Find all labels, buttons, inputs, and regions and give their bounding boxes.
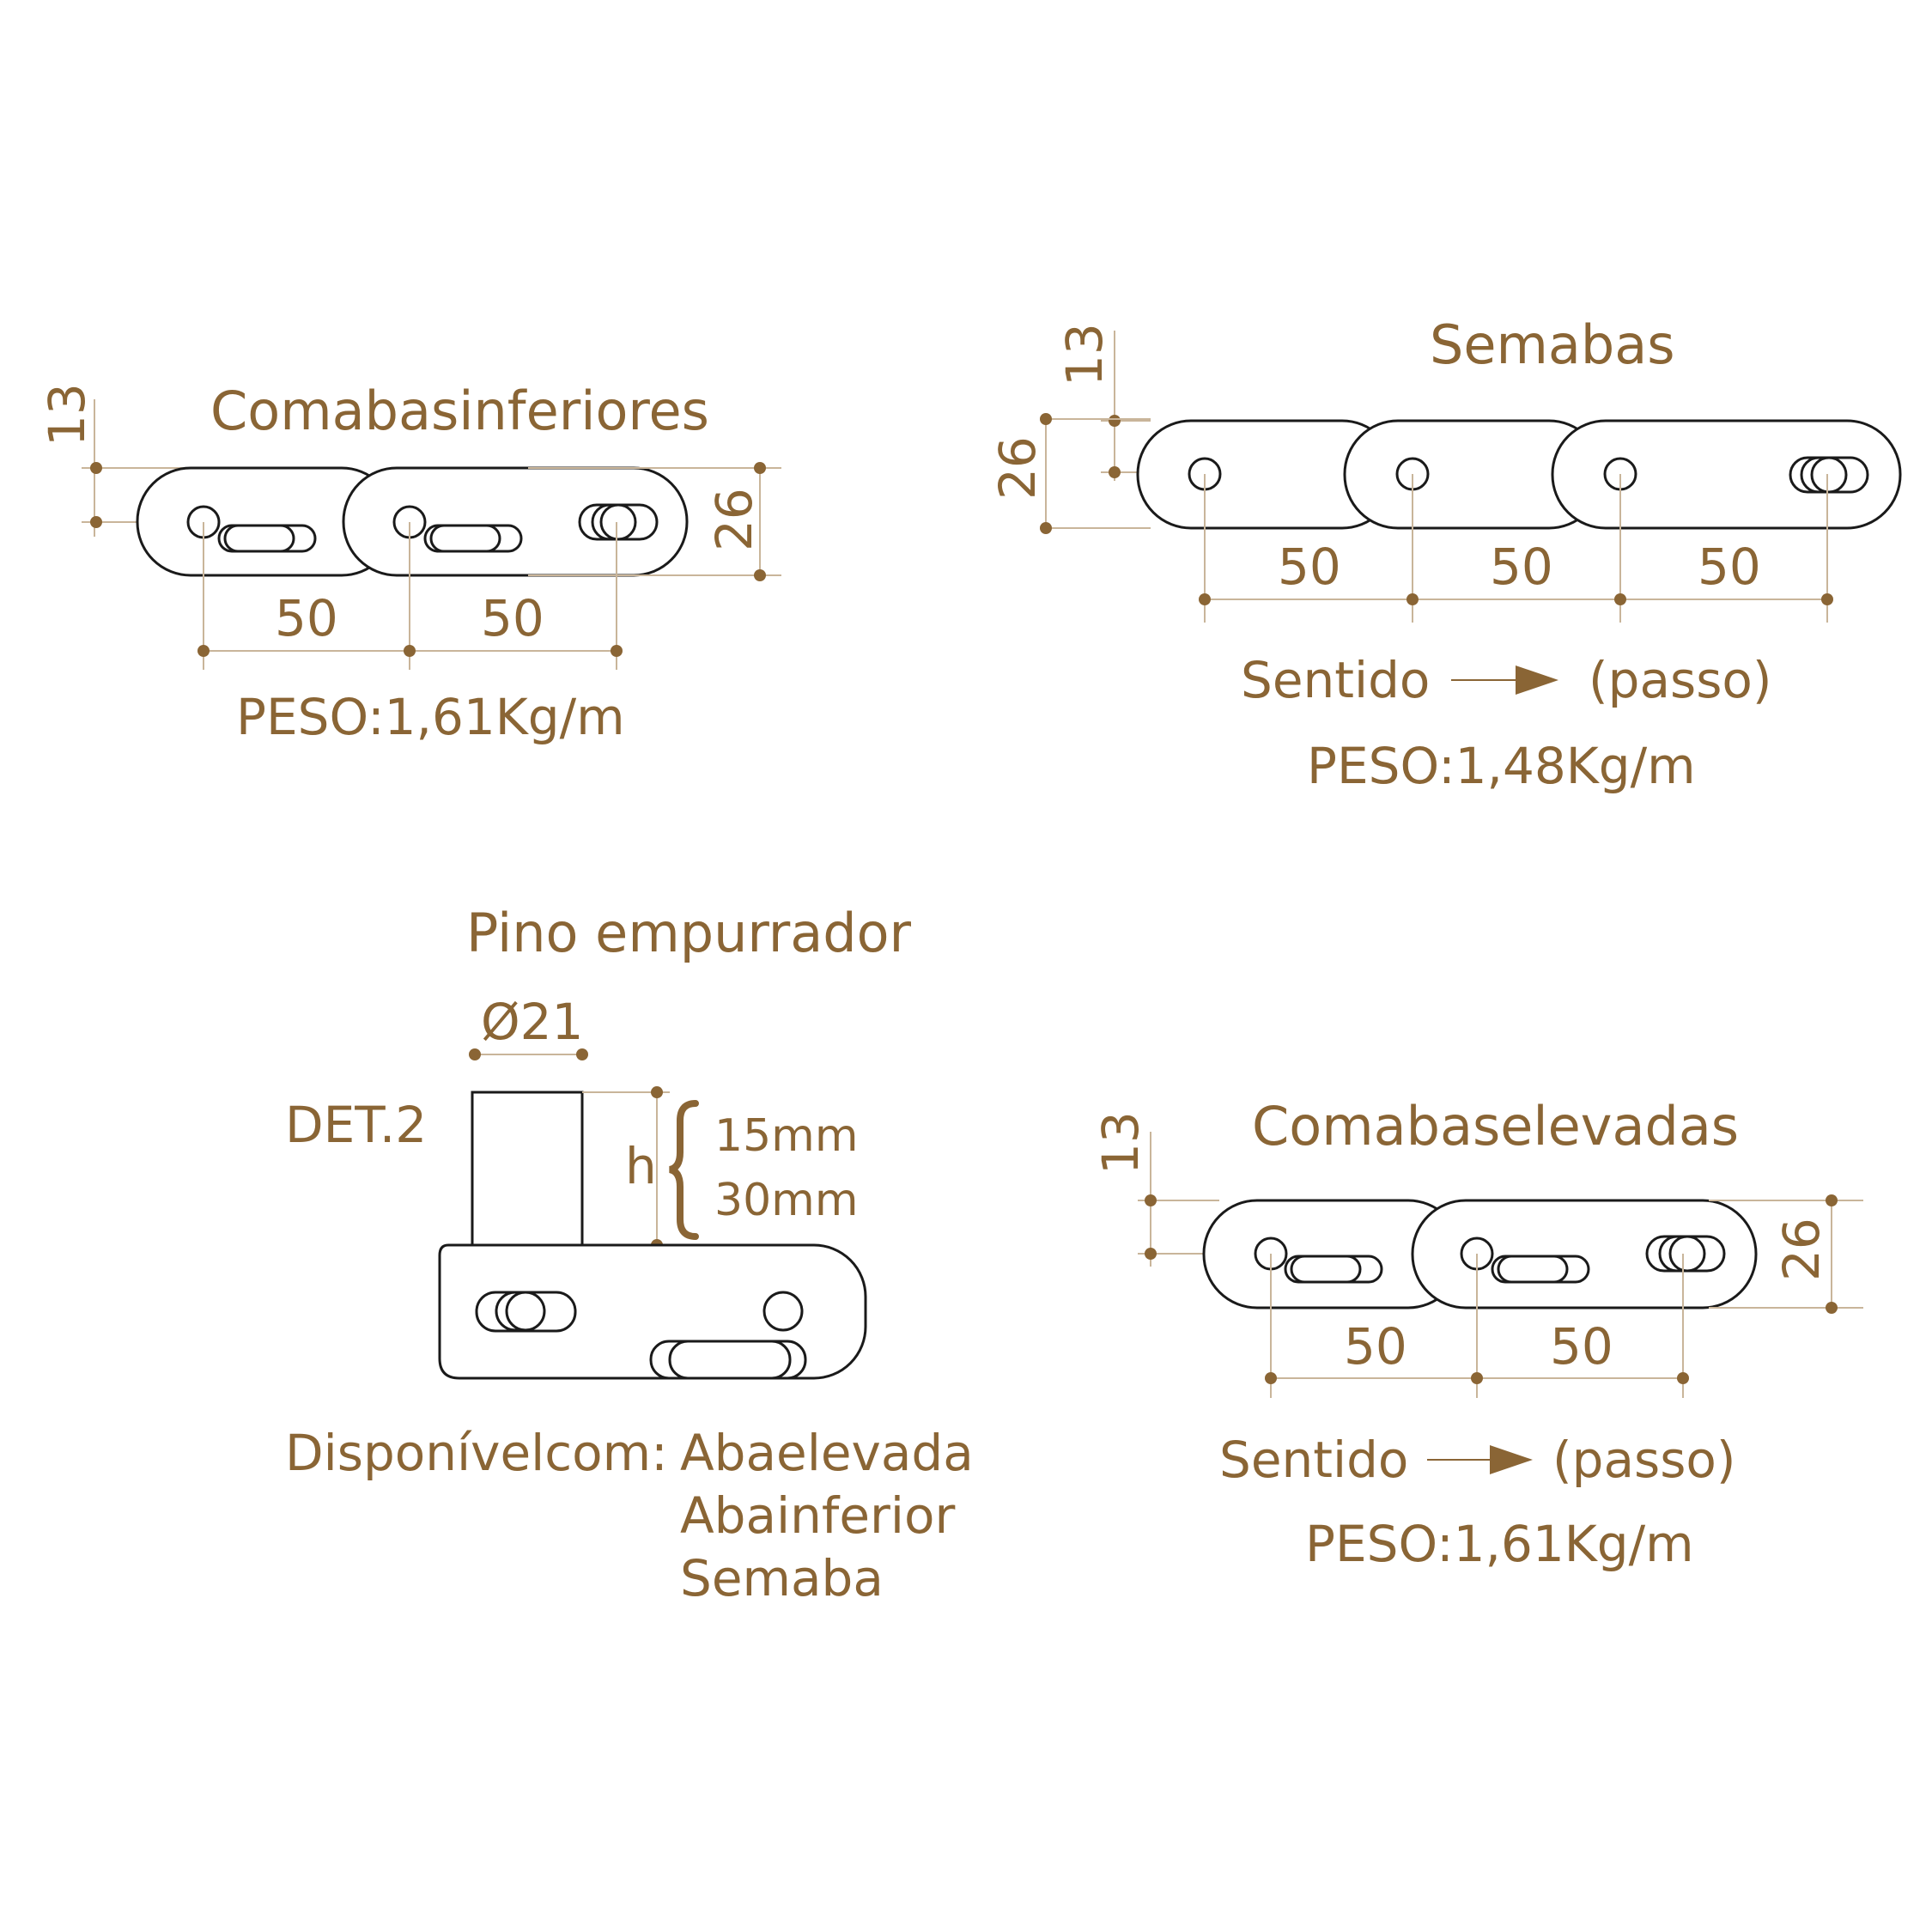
weight-label: PESO:1,61Kg/m [236, 688, 625, 746]
dim-dot [1826, 1302, 1838, 1314]
bottom-tab-inner [668, 1340, 792, 1380]
dim-dot [651, 1086, 663, 1098]
pitch-label: 50 [481, 589, 544, 647]
dim-dot [469, 1048, 481, 1060]
available-label: Disponívelcom: [285, 1424, 668, 1482]
pitch-label: 50 [1278, 538, 1341, 596]
dim-dot [1040, 522, 1052, 534]
dim-dot [1040, 413, 1052, 425]
dim-26-label: 26 [705, 488, 763, 551]
raised-tab-inner [1497, 1255, 1569, 1284]
bottom-tab-inner [223, 524, 295, 553]
dim-dot [1614, 593, 1626, 605]
dim-dot [1199, 593, 1211, 605]
direction-note: (passo) [1552, 1431, 1736, 1489]
dim-dot [1145, 1248, 1157, 1260]
pitch-label: 50 [275, 589, 338, 647]
dim-26-label: 26 [1772, 1218, 1831, 1281]
dim-dot [754, 462, 766, 474]
dim-dot [1406, 593, 1419, 605]
chain-bottom-tabs-title: Comabasinferiores [210, 380, 709, 442]
dim-dot [197, 645, 210, 657]
weight-label: PESO:1,48Kg/m [1307, 737, 1696, 795]
option-no-tab: Semaba [680, 1549, 884, 1607]
dim-dot [404, 645, 416, 657]
pusher-pin-title: Pino empurrador [466, 902, 912, 964]
dim-dot [1821, 593, 1833, 605]
dim-dot [90, 516, 102, 528]
dim-dot [90, 462, 102, 474]
option-bottom-tab: Abainferior [680, 1486, 955, 1545]
dim-dot [1109, 466, 1121, 478]
raised-tab-inner [1290, 1255, 1362, 1284]
dim-dot [576, 1048, 588, 1060]
direction-label: Sentido [1219, 1431, 1408, 1489]
pin-head [599, 503, 637, 541]
detail-label: DET.2 [285, 1096, 427, 1154]
bottom-tab-inner [429, 524, 501, 553]
height-option-1: 15mm [714, 1110, 858, 1162]
height-brace-icon [668, 1100, 699, 1240]
chain-raised-tabs-title: Comabaselevadas [1252, 1095, 1739, 1158]
dim-dot [1677, 1372, 1689, 1384]
chain-link-plate [1551, 419, 1902, 530]
weight-label: PESO:1,61Kg/m [1305, 1515, 1694, 1573]
direction-arrow-icon [1516, 665, 1558, 695]
height-option-2: 30mm [714, 1175, 858, 1226]
pusher-pin-body [471, 1091, 584, 1253]
option-raised-tab: Abaelevada [680, 1424, 974, 1482]
direction-label: Sentido [1241, 651, 1430, 709]
direction-arrow-icon [1490, 1445, 1533, 1474]
dim-dot [611, 645, 623, 657]
pin-head [1810, 456, 1848, 494]
dim-13-label: 13 [38, 383, 96, 447]
dim-dot [1109, 415, 1121, 427]
dim-dot [1145, 1194, 1157, 1206]
pin-hole [762, 1291, 804, 1332]
chain-raised-tabs: Comabaselevadas 13 26 50 [1091, 1095, 1863, 1573]
dim-13-label: 13 [1091, 1111, 1150, 1175]
dim-dot [1265, 1372, 1277, 1384]
pin-head [1668, 1235, 1706, 1273]
chain-no-tabs: Semabas 13 26 50 50 [988, 313, 1902, 795]
direction-note: (passo) [1589, 651, 1772, 709]
chain-bottom-tabs: Comabasinferiores 13 26 [38, 380, 781, 746]
pitch-label: 50 [1490, 538, 1553, 596]
chain-no-tabs-title: Semabas [1430, 313, 1675, 376]
dim-13-label: 13 [1055, 323, 1114, 386]
dim-dot [754, 569, 766, 581]
pitch-label: 50 [1698, 538, 1761, 596]
diameter-label: Ø21 [481, 993, 583, 1051]
height-symbol: h [625, 1137, 657, 1195]
dim-dot [1471, 1372, 1483, 1384]
pitch-label: 50 [1344, 1317, 1407, 1376]
pin-head [505, 1291, 546, 1332]
dim-dot [1826, 1194, 1838, 1206]
dim-26-label: 26 [988, 436, 1047, 500]
pusher-pin-detail: Pino empurrador Ø21 DET.2 h 15mm 30mm Di… [285, 902, 974, 1607]
pitch-label: 50 [1550, 1317, 1613, 1376]
